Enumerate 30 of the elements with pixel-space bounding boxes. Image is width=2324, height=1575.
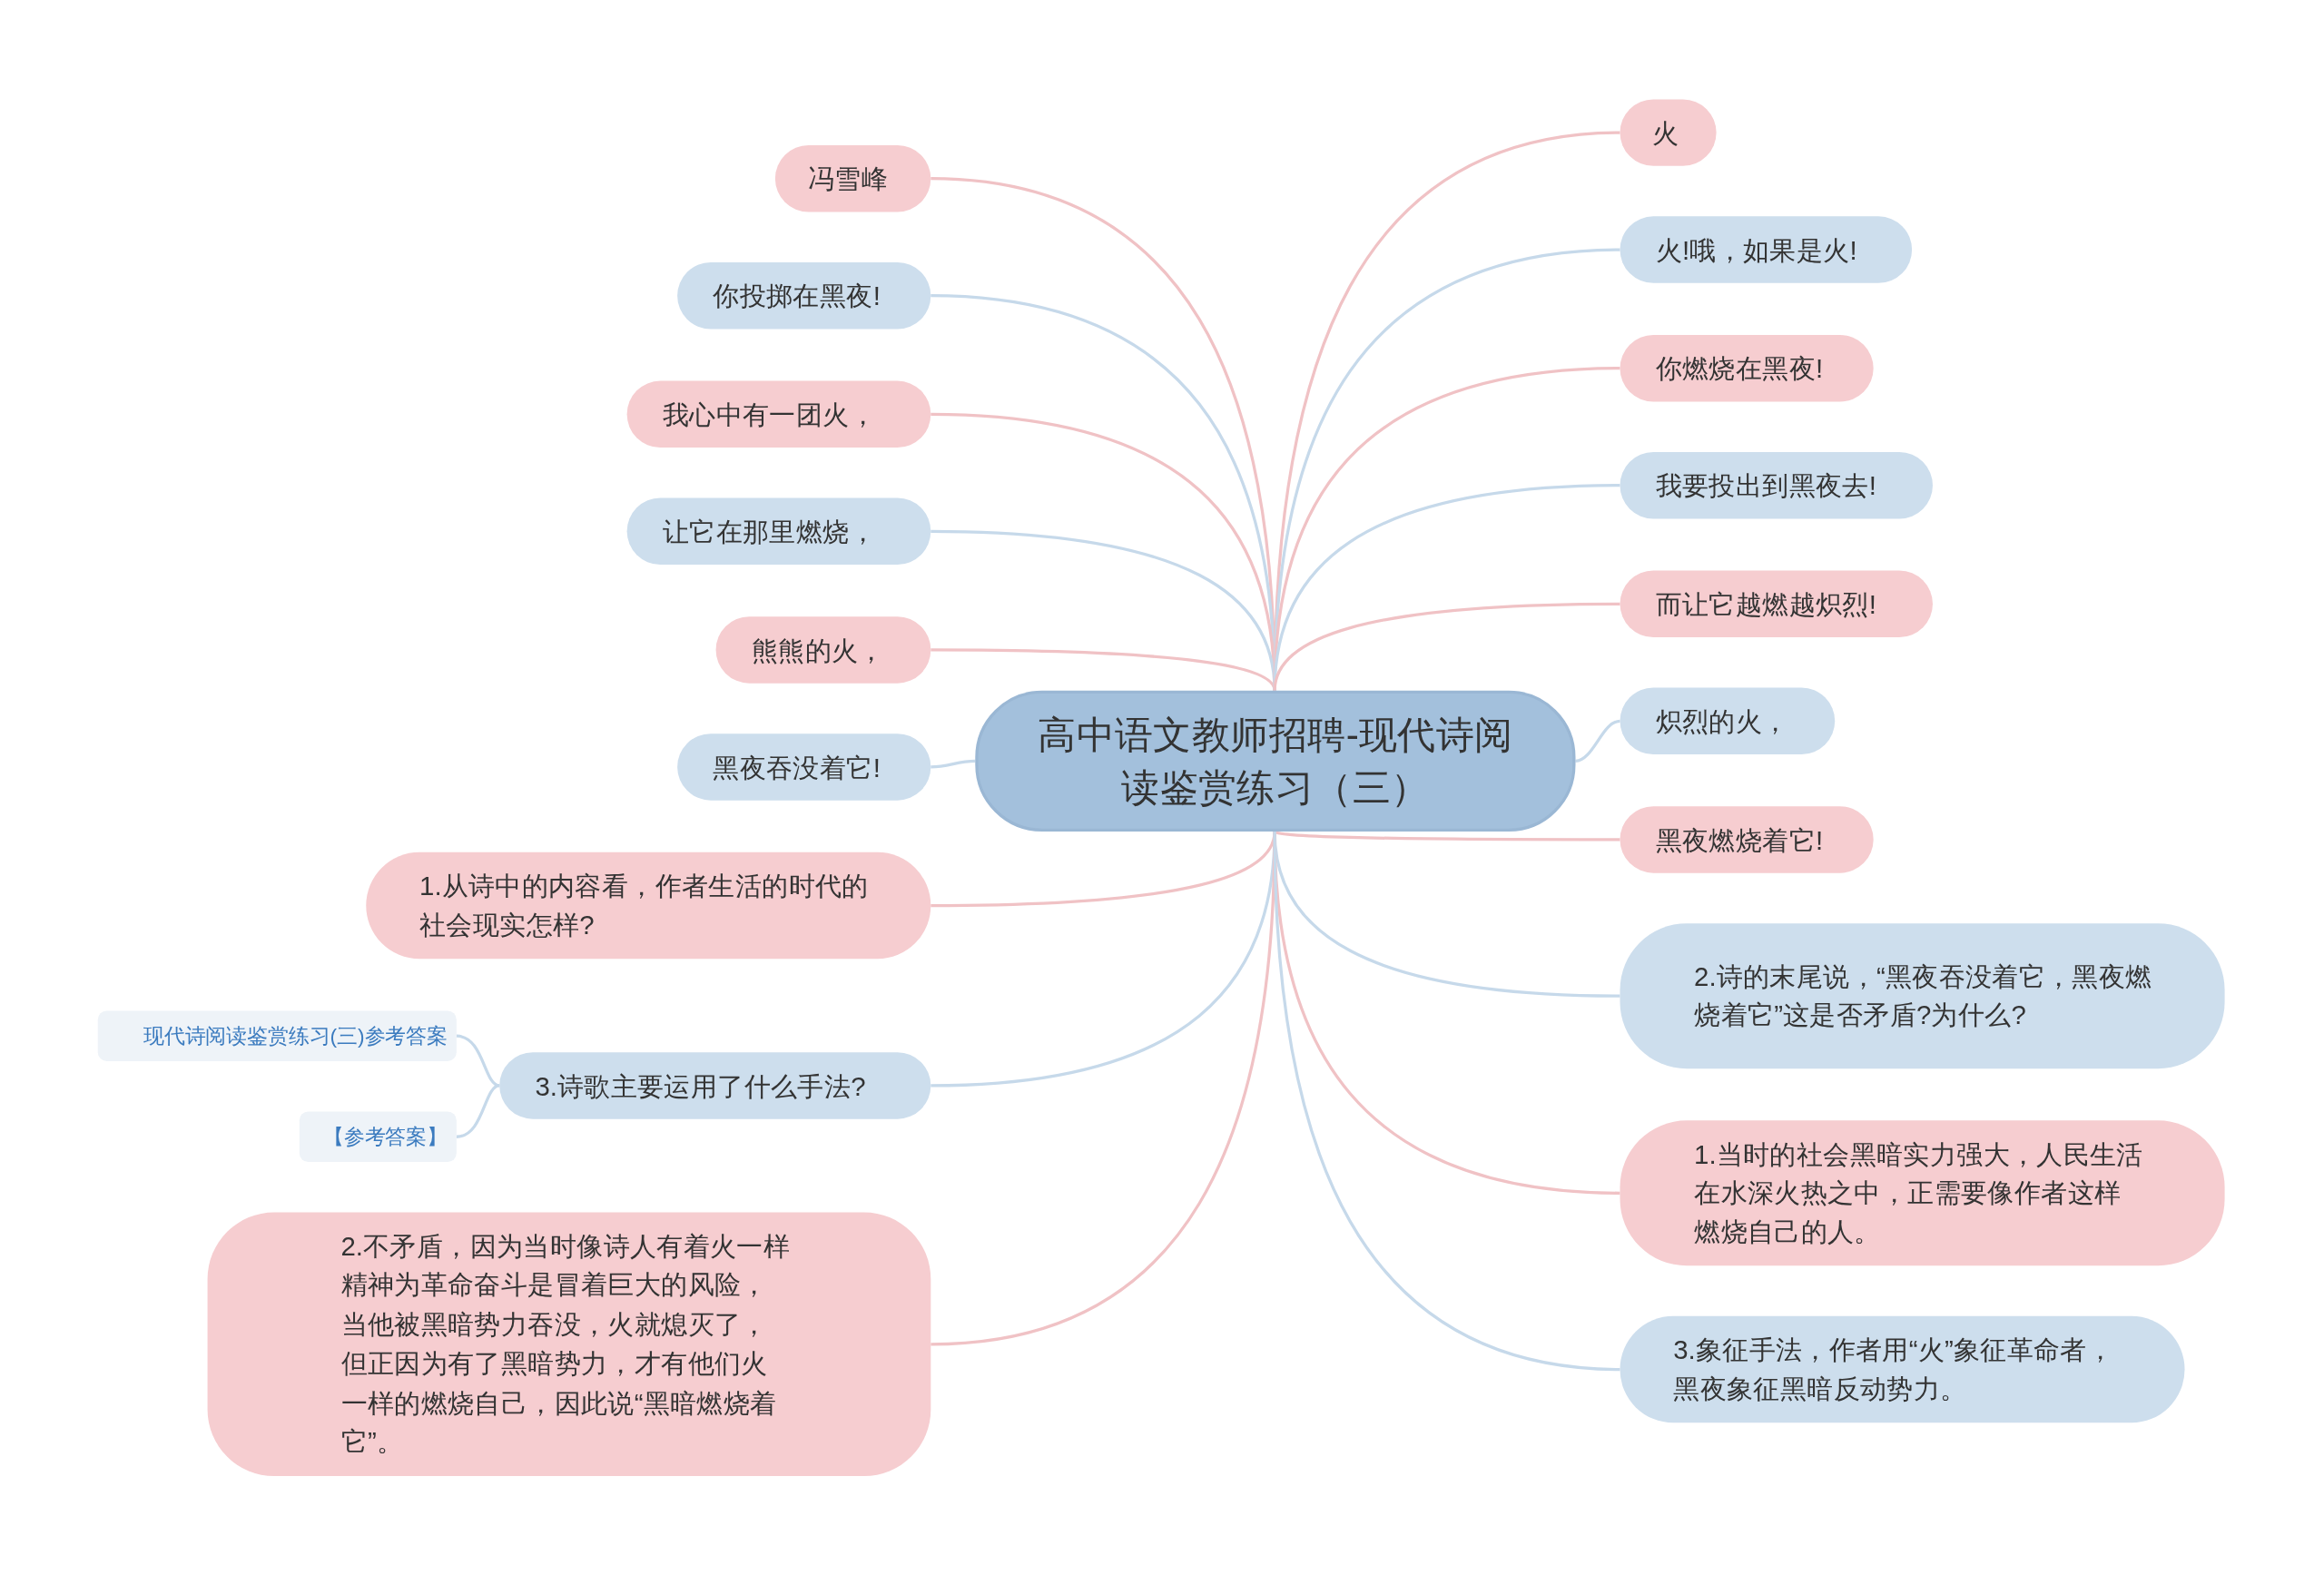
topic-bubble: 黑夜吞没着它! <box>677 733 931 801</box>
topic-bubble: 而让它越燃越炽烈! <box>1620 570 1933 638</box>
topic-bubble: 你燃烧在黑夜! <box>1620 335 1874 402</box>
connector <box>1273 831 1620 1372</box>
topic-bubble: 火 <box>1620 99 1717 166</box>
connector <box>931 759 976 769</box>
topic-bubble: 炽烈的火， <box>1620 687 1836 754</box>
topic-bubble: 我心中有一团火， <box>626 380 931 448</box>
topic-bubble: 2.诗的末尾说，“黑夜吞没着它，黑夜燃烧着它”这是否矛盾?为什么? <box>1620 923 2225 1069</box>
topic-bubble: 你投掷在黑夜! <box>677 262 931 330</box>
topic-bubble: 2.不矛盾，因为当时像诗人有着火一样精神为革命奋斗是冒着巨大的风险，当他被黑暗势力吞没，火就熄灭了，但正因为有了黑暗势力，才有他们火一样的燃烧自己，因此说“黑暗燃烧着它”。 <box>207 1212 931 1477</box>
topic-bubble: 3.诗歌主要运用了什么手法? <box>499 1052 931 1119</box>
topic-bubble: 让它在那里燃烧， <box>626 497 931 566</box>
connector <box>1575 719 1620 763</box>
connector <box>456 1034 500 1088</box>
topic-bubble: 火!哦，如果是火! <box>1620 216 1913 283</box>
connector <box>1273 602 1620 692</box>
topic-bubble: 1.当时的社会黑暗实力强大，人民生活在水深火热之中，正需要像作者这样燃烧自己的人。 <box>1620 1120 2225 1266</box>
answer-label: 【参考答案】 <box>299 1111 457 1162</box>
topic-bubble: 3.象征手法，作者用“火”象征革命者，黑夜象征黑暗反动势力。 <box>1620 1315 2185 1423</box>
topic-bubble: 黑夜燃烧着它! <box>1620 806 1874 873</box>
connector <box>456 1084 500 1138</box>
topic-bubble: 我要投出到黑夜去! <box>1620 451 1933 519</box>
topic-bubble: 熊熊的火， <box>715 616 931 684</box>
connector <box>1273 484 1620 691</box>
answer-label: 现代诗阅读鉴赏练习(三)参考答案 <box>97 1010 457 1061</box>
topic-bubble: 1.从诗中的内容看，作者生活的时代的社会现实怎样? <box>366 851 931 960</box>
connector <box>1274 830 1620 842</box>
topic-bubble: 冯雪峰 <box>774 145 931 212</box>
central-topic: 高中语文教师招聘-现代诗阅读鉴赏练习（三） <box>975 690 1576 832</box>
